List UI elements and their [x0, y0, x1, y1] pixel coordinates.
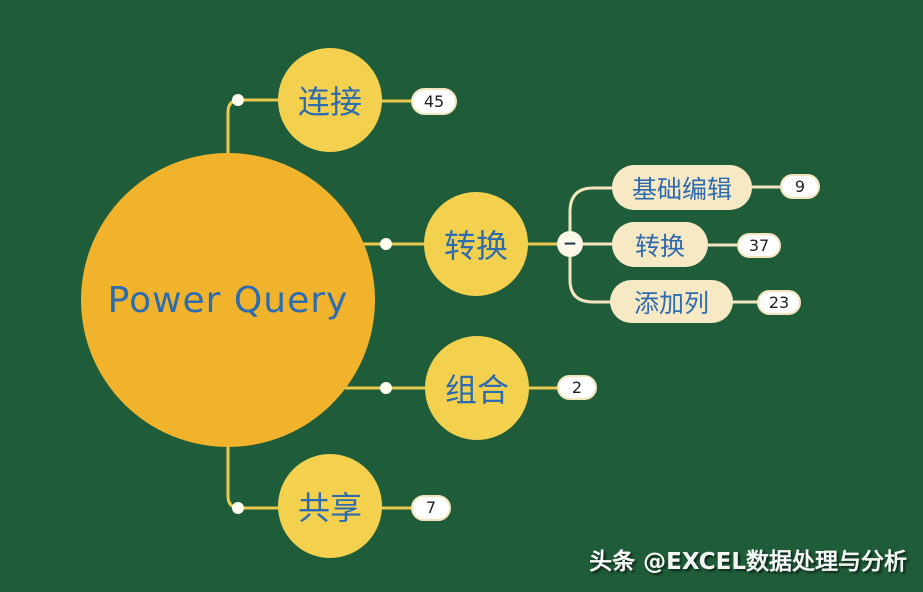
watermark-handle: @EXCEL数据处理与分析	[643, 549, 907, 575]
branch-node-share[interactable]: 共享	[278, 454, 382, 558]
junction-dot-combine	[380, 382, 392, 394]
subnode-add-column[interactable]: 添加列	[610, 280, 733, 323]
subnode-label: 添加列	[633, 288, 709, 318]
count-badge-add-column: 23	[757, 290, 801, 315]
branch-node-transform[interactable]: 转换	[424, 192, 528, 296]
connector-toggle-basic-edit	[568, 186, 616, 235]
subnode-label: 基础编辑	[631, 174, 732, 204]
count-badge-value: 2	[571, 377, 583, 397]
count-badge-share: 7	[411, 495, 451, 521]
count-badge-value: 7	[425, 498, 437, 517]
junction-dot-share	[232, 502, 244, 514]
count-badge-value: 37	[748, 235, 770, 255]
root-node-power-query[interactable]: Power Query	[81, 153, 375, 447]
subnode-label: 转换	[634, 231, 685, 261]
branch-node-label: 共享	[297, 489, 362, 527]
count-badge-connect: 45	[411, 88, 457, 115]
subnode-basic-edit[interactable]: 基础编辑	[612, 165, 752, 210]
branch-node-label: 转换	[443, 227, 508, 265]
branch-node-label: 连接	[297, 83, 362, 121]
connector-toggle-add-column	[568, 253, 614, 304]
count-badge-transform: 37	[737, 233, 781, 258]
watermark: 头条 @EXCEL数据处理与分析	[589, 542, 907, 576]
collapse-toggle-minus-icon: −	[562, 234, 578, 254]
count-badge-value: 23	[768, 292, 790, 312]
junction-dot-transform	[380, 238, 392, 250]
branch-node-combine[interactable]: 组合	[425, 336, 529, 440]
junction-dot-connect	[232, 94, 244, 106]
branch-node-connect[interactable]: 连接	[278, 48, 382, 152]
count-badge-combine: 2	[557, 375, 597, 400]
count-badge-value: 9	[794, 176, 806, 196]
count-badge-value: 45	[423, 91, 445, 111]
count-badge-basic-edit: 9	[780, 174, 820, 199]
subnode-transform[interactable]: 转换	[612, 222, 708, 267]
collapse-toggle[interactable]: −	[557, 231, 583, 257]
branch-node-label: 组合	[444, 371, 509, 409]
root-node-label: Power Query	[107, 279, 349, 321]
watermark-brand: 头条	[589, 549, 636, 575]
connector-root-share	[226, 435, 284, 510]
